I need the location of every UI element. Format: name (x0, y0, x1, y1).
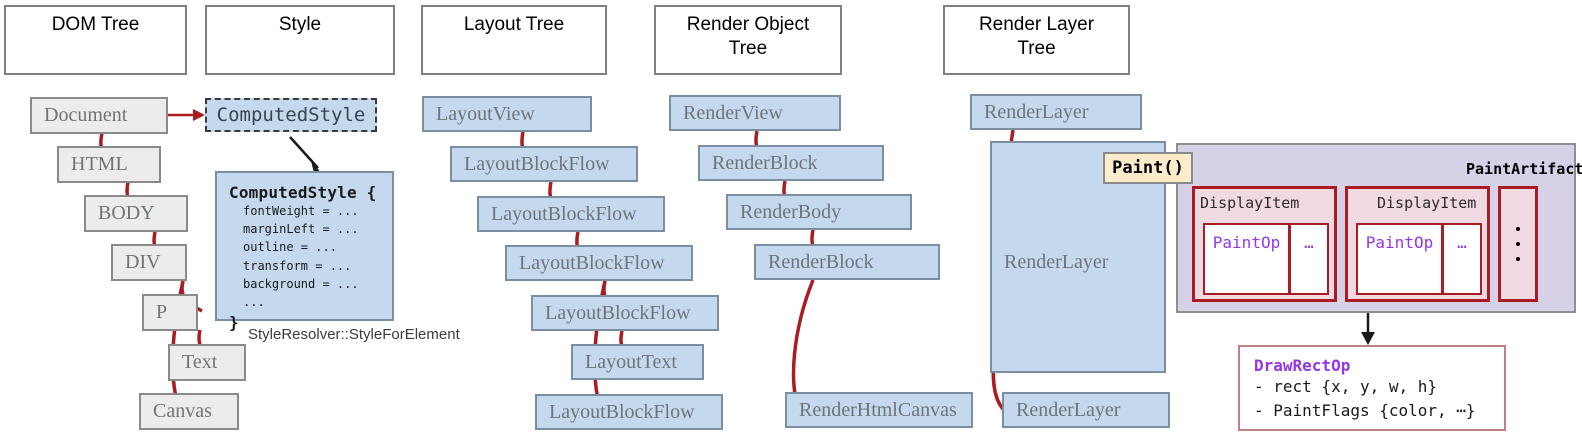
render-object-node-renderhtmlcanvas[interactable]: RenderHtmlCanvas (785, 392, 973, 428)
column-header-layout-tree: Layout Tree (421, 5, 607, 75)
layout-node-layoutblockflow-5[interactable]: LayoutBlockFlow (535, 394, 723, 430)
display-item-1-label: DisplayItem (1200, 194, 1300, 212)
computed-style-chip[interactable]: ComputedStyle (205, 98, 377, 132)
computed-style-header: ComputedStyle { (229, 183, 377, 202)
render-object-node-renderbody[interactable]: RenderBody (726, 194, 912, 230)
draw-rect-op-rect-line: - rect {x, y, w, h} (1254, 377, 1438, 396)
dom-node-body[interactable]: BODY (84, 195, 188, 232)
column-header-render-object-tree: Render Object Tree (654, 5, 842, 75)
display-item-1-paintop-cell[interactable]: PaintOp (1203, 223, 1290, 295)
dom-node-text[interactable]: Text (168, 344, 246, 381)
ellipsis-dot-2 (1516, 242, 1520, 246)
render-object-node-renderblock-1[interactable]: RenderBlock (698, 145, 884, 181)
dom-node-canvas[interactable]: Canvas (139, 393, 239, 430)
computed-style-closing-brace: } (229, 313, 239, 333)
computed-style-prop-marginleft: marginLeft = ... (243, 222, 359, 237)
column-header-style: Style (205, 5, 395, 75)
column-header-render-layer-tree: Render Layer Tree (943, 5, 1130, 75)
display-item-ellipsis-box (1498, 186, 1538, 302)
computed-style-prop-transform: transform = ... (243, 258, 352, 273)
style-resolver-caption: StyleResolver::StyleForElement (248, 326, 460, 343)
paint-call-label[interactable]: Paint() (1103, 152, 1193, 184)
paint-artifact-title: PaintArtifact (1466, 160, 1582, 178)
ellipsis-dot-3 (1516, 257, 1520, 261)
computed-style-prop-fontweight: fontWeight = ... (243, 204, 359, 218)
dom-node-p[interactable]: P (142, 294, 198, 331)
display-item-2-more-cell[interactable]: … (1442, 223, 1482, 295)
render-object-node-renderblock-2[interactable]: RenderBlock (754, 244, 940, 280)
computed-style-prop-ellipsis: ... (243, 295, 265, 310)
computed-style-prop-background: background = ... (243, 276, 359, 291)
draw-rect-op-title: DrawRectOp (1254, 356, 1351, 375)
display-item-1-more-cell[interactable]: … (1289, 223, 1329, 295)
render-layer-node-1[interactable]: RenderLayer (970, 94, 1142, 130)
draw-rect-op-box: DrawRectOp - rect {x, y, w, h} - PaintFl… (1238, 345, 1506, 431)
display-item-2-label: DisplayItem (1377, 194, 1477, 212)
dom-node-document[interactable]: Document (30, 97, 168, 134)
computed-style-prop-outline: outline = ... (243, 240, 337, 255)
layout-node-layoutblockflow-3[interactable]: LayoutBlockFlow (505, 245, 693, 281)
render-layer-node-3[interactable]: RenderLayer (1002, 392, 1170, 428)
layout-node-layouttext[interactable]: LayoutText (571, 344, 704, 380)
ellipsis-dot-1 (1516, 227, 1520, 231)
layout-node-layoutblockflow-2[interactable]: LayoutBlockFlow (477, 196, 665, 232)
column-header-dom-tree: DOM Tree (4, 5, 187, 75)
dom-node-div[interactable]: DIV (111, 244, 187, 281)
render-object-node-renderview[interactable]: RenderView (669, 95, 841, 131)
dom-node-html[interactable]: HTML (57, 146, 161, 183)
layout-node-layoutview[interactable]: LayoutView (422, 96, 592, 132)
draw-rect-op-paintflags-line: - PaintFlags {color, ⋯} (1254, 400, 1476, 420)
layout-node-layoutblockflow-1[interactable]: LayoutBlockFlow (450, 146, 638, 182)
display-item-2-paintop-cell[interactable]: PaintOp (1356, 223, 1443, 295)
layout-node-layoutblockflow-4[interactable]: LayoutBlockFlow (531, 295, 719, 331)
computed-style-block: ComputedStyle { fontWeight = ... marginL… (215, 171, 394, 332)
